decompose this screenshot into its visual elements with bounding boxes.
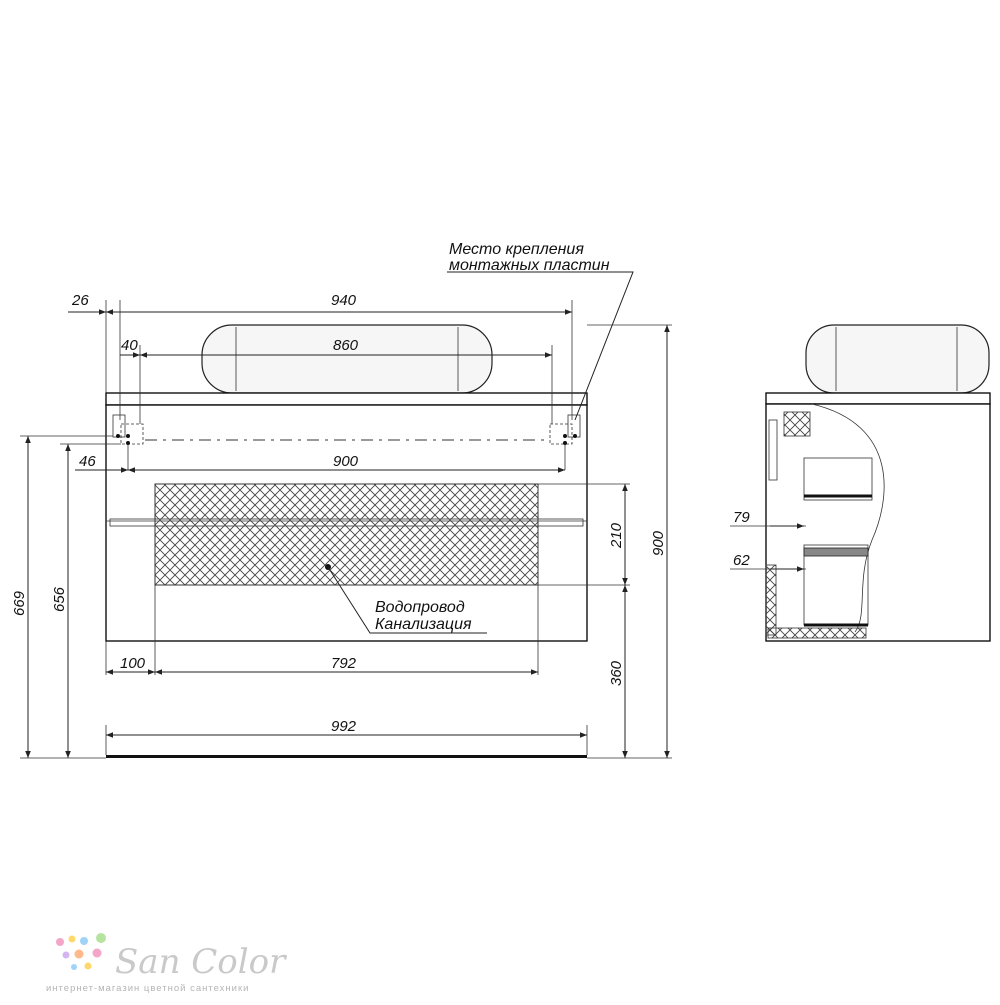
side-wall-hatch-lower <box>765 564 777 636</box>
logo-dots-icon <box>56 933 106 970</box>
extension-lines <box>20 300 672 759</box>
dim-26: 26 <box>71 292 89 309</box>
mounting-plate-left <box>112 414 144 445</box>
dim-100: 100 <box>120 655 146 672</box>
dim-360: 360 <box>608 660 625 686</box>
side-floor-hatch <box>767 627 867 639</box>
dim-210: 210 <box>608 522 625 549</box>
mounting-note-line1: Место крепления <box>449 241 584 258</box>
siphon-curve <box>811 403 885 633</box>
dimension-lines <box>25 309 670 758</box>
side-countertop <box>765 392 991 405</box>
dim-79: 79 <box>733 509 750 526</box>
utility-leader <box>327 566 487 634</box>
sancolor-logo: San Color интернет-магазин цветной санте… <box>46 933 287 994</box>
dim-669: 669 <box>11 590 28 616</box>
dim-62: 62 <box>733 552 750 569</box>
dim-40: 40 <box>121 337 138 354</box>
side-drawer-lower <box>803 544 869 627</box>
utility-note-line2: Канализация <box>375 616 472 633</box>
utility-note-line1: Водопровод <box>375 599 465 616</box>
dim-900-height: 900 <box>650 530 667 556</box>
dim-992: 992 <box>331 718 357 735</box>
logo-tagline: интернет-магазин цветной сантехники <box>46 983 249 994</box>
dim-940: 940 <box>331 292 357 309</box>
mounting-leader <box>447 271 634 421</box>
floor-line <box>106 755 587 758</box>
vessel-sink <box>201 324 493 394</box>
countertop <box>105 392 588 406</box>
mounting-plate-right <box>549 414 581 445</box>
side-dimension-lines <box>730 523 806 572</box>
dim-656: 656 <box>51 586 68 612</box>
dim-46: 46 <box>79 453 96 470</box>
side-wall-hatch-upper <box>783 411 811 437</box>
logo-name: San Color <box>115 942 287 982</box>
side-drawer-upper <box>803 457 873 501</box>
side-view: 79 62 <box>730 324 991 642</box>
mounting-note-line2: монтажных пластин <box>449 257 610 274</box>
dim-860: 860 <box>333 337 359 354</box>
side-cabinet-body <box>765 403 991 642</box>
dim-900-width: 900 <box>333 453 359 470</box>
front-view: 26 940 40 860 46 900 100 792 992 210 360… <box>11 241 672 759</box>
side-mounting-plate <box>768 419 778 481</box>
dim-792: 792 <box>331 655 357 672</box>
utility-zone <box>154 483 539 586</box>
side-sink <box>805 324 990 394</box>
